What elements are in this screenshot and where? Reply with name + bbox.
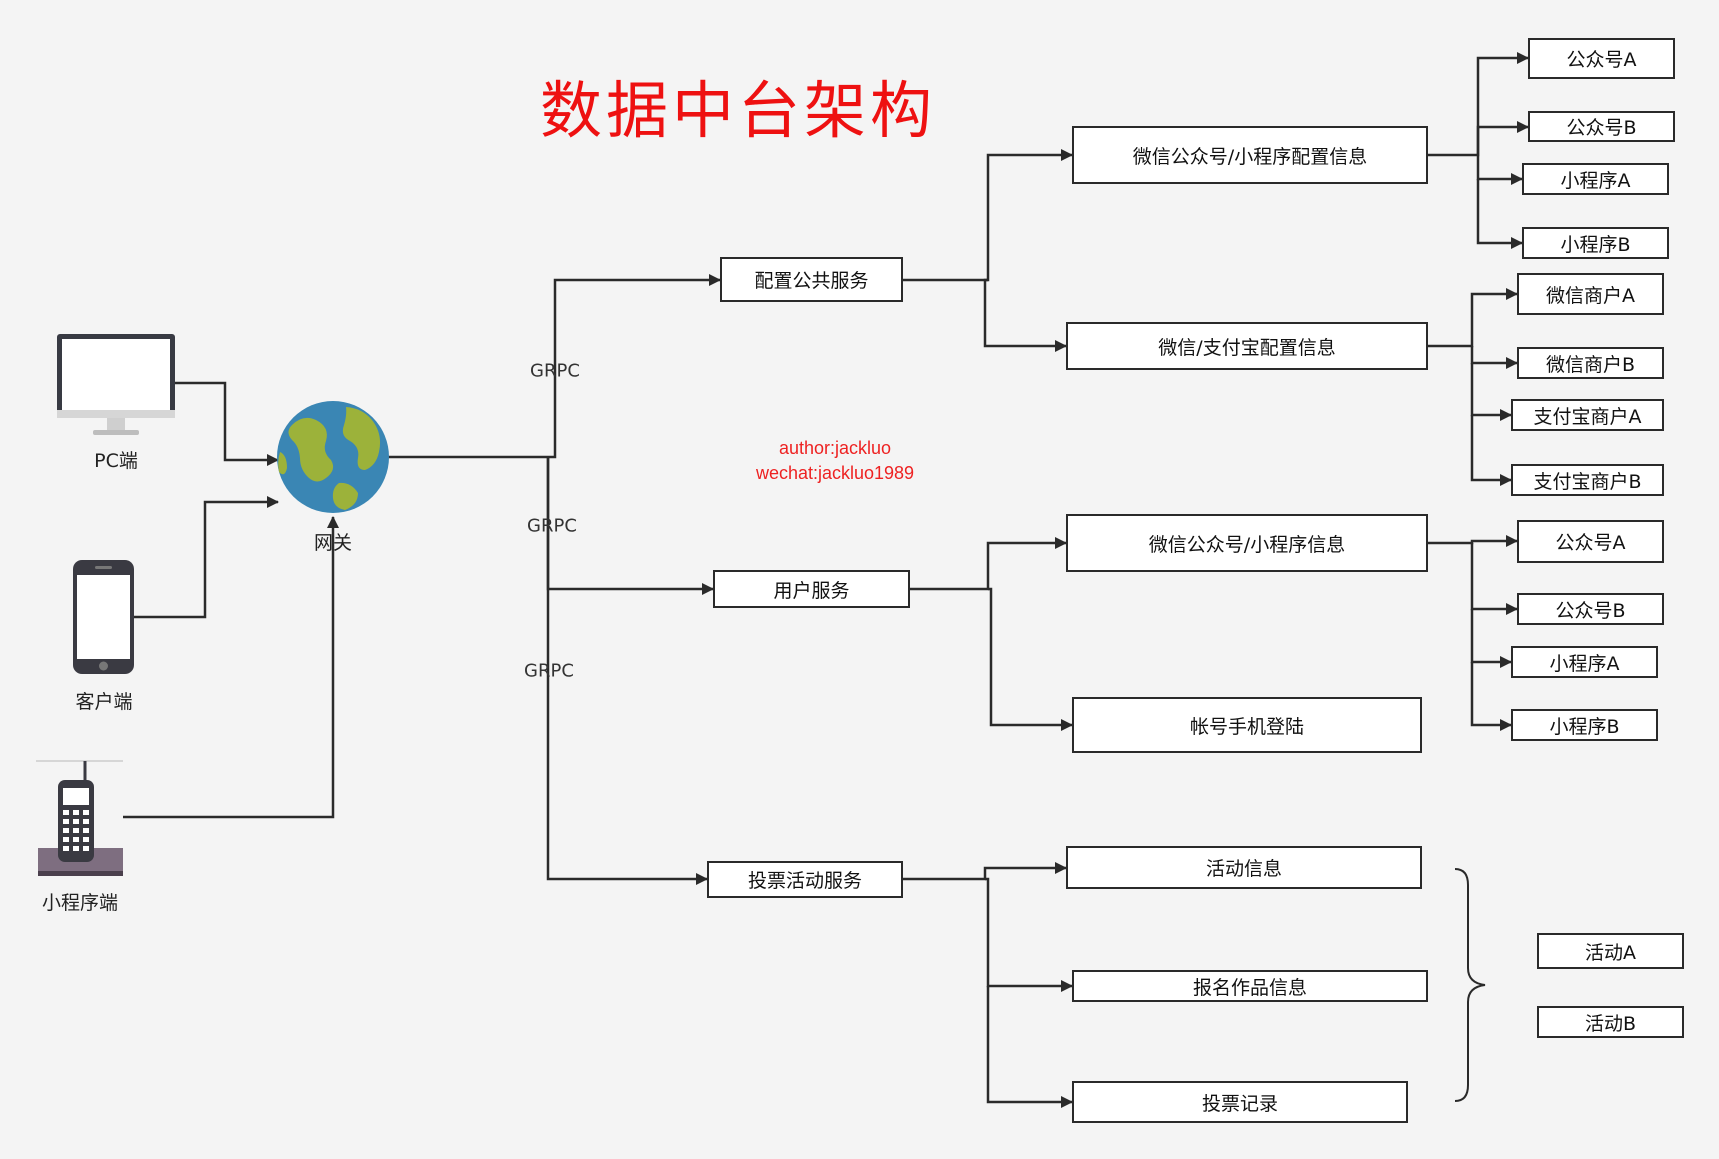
activity-leaf: 活动A [1537, 933, 1684, 969]
author-note: author:jackluo wechat:jackluo1989 [756, 436, 914, 486]
mobile-client-label: 客户端 [75, 691, 133, 713]
globe-icon [277, 401, 389, 513]
pc-to-gateway-connector [173, 381, 279, 466]
mp-info-to-mp-a-connector [1428, 535, 1518, 547]
mp-info-leaf: 小程序B [1511, 709, 1658, 741]
vote-to-activity-connector [903, 862, 1067, 881]
user-service-box: 用户服务 [713, 570, 910, 608]
grpc-label-config: GRPC [530, 360, 580, 382]
gateway-to-vote-connector [546, 457, 708, 885]
pay-to-wx-merchant-a-connector [1428, 288, 1518, 348]
config-to-pay-config-connector [983, 278, 1067, 352]
page-title: 数据中台架构 [540, 74, 937, 147]
vote-record-box: 投票记录 [1072, 1081, 1408, 1123]
vote-service-box: 投票活动服务 [707, 861, 903, 898]
mp-config-leaf: 公众号A [1528, 38, 1675, 79]
mp-config-to-mp-a-connector [1428, 52, 1529, 157]
user-to-phone-login-connector [988, 587, 1073, 731]
mp-config-leaf: 小程序B [1522, 227, 1669, 259]
activity-brace [1454, 868, 1486, 1102]
pay-leaf: 支付宝商户A [1511, 399, 1664, 431]
mp-config-to-mp-b-connector [1476, 121, 1529, 155]
gateway-to-config-connector [553, 274, 721, 459]
user-to-mp-info-connector [910, 537, 1067, 591]
mp-info-leaf: 公众号A [1517, 520, 1664, 563]
pc-client-label: PC端 [94, 450, 138, 472]
mp-config-leaf: 小程序A [1522, 163, 1669, 195]
pay-leaf: 微信商户B [1517, 347, 1664, 379]
wechat-mp-info-box: 微信公众号/小程序信息 [1066, 514, 1428, 572]
entry-info-box: 报名作品信息 [1072, 970, 1428, 1002]
mp-info-to-mp-b-connector [1470, 543, 1518, 615]
vote-to-entry-connector [985, 877, 1073, 992]
mp-info-to-mini-a-connector [1470, 609, 1512, 668]
activity-info-box: 活动信息 [1066, 846, 1422, 889]
miniprogram-client-label: 小程序端 [41, 892, 119, 914]
miniprogram-to-gateway-connector [123, 516, 339, 819]
pay-to-wx-merchant-b-connector [1470, 346, 1518, 369]
grpc-label-user: GRPC [527, 515, 577, 537]
config-service-box: 配置公共服务 [720, 257, 903, 302]
author-line: author:jackluo [778, 438, 892, 458]
pay-to-ali-merchant-b-connector [1470, 415, 1512, 486]
pay-to-ali-merchant-a-connector [1470, 363, 1512, 421]
activity-leaf: 活动B [1537, 1006, 1684, 1038]
config-to-mp-config-connector [903, 149, 1073, 282]
mp-config-to-mini-a-connector [1476, 155, 1523, 185]
pay-leaf: 支付宝商户B [1511, 464, 1664, 496]
smartphone-icon [73, 560, 134, 674]
mp-config-to-mini-b-connector [1476, 179, 1523, 249]
gateway-label: 网关 [313, 532, 353, 554]
vote-to-record-connector [986, 986, 1073, 1108]
mp-info-leaf: 公众号B [1517, 593, 1664, 625]
pay-config-box: 微信/支付宝配置信息 [1066, 322, 1428, 370]
wechat-mp-config-box: 微信公众号/小程序配置信息 [1072, 126, 1428, 184]
mp-config-leaf: 公众号B [1528, 111, 1675, 142]
feature-phone-icon [36, 760, 123, 876]
mp-info-leaf: 小程序A [1511, 646, 1658, 678]
grpc-label-vote: GRPC [524, 660, 574, 682]
monitor-icon [57, 334, 175, 435]
wechat-line: wechat:jackluo1989 [755, 463, 915, 483]
phone-login-box: 帐号手机登陆 [1072, 697, 1422, 753]
pay-leaf: 微信商户A [1517, 273, 1664, 315]
mp-info-to-mini-b-connector [1470, 662, 1512, 731]
mobile-to-gateway-connector [133, 496, 279, 619]
